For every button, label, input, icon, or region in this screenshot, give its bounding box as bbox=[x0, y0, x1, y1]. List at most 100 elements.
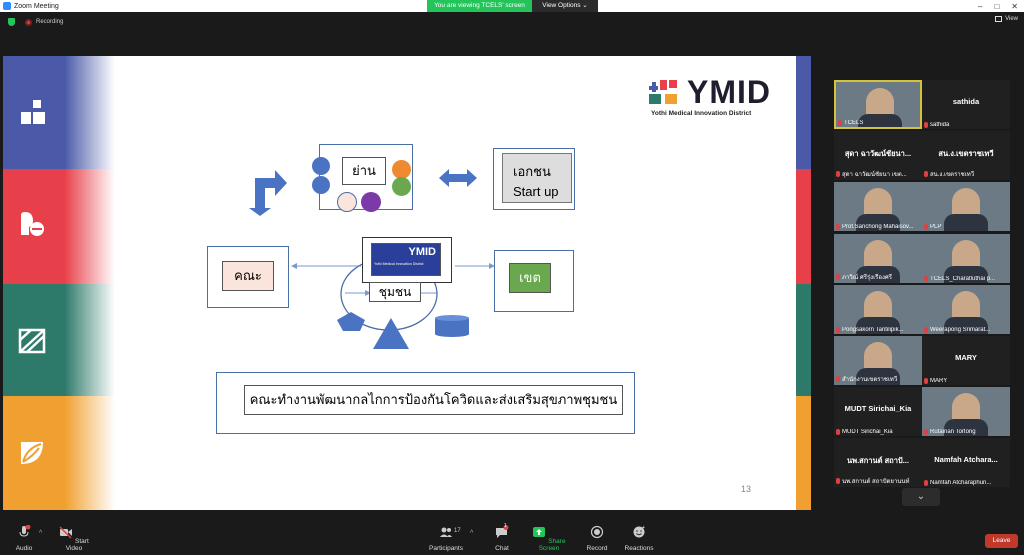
start-video-label: Start Video bbox=[65, 538, 89, 552]
participants-button[interactable]: Participants bbox=[428, 525, 464, 552]
start-video-button[interactable]: Start Video bbox=[54, 525, 94, 552]
band-red bbox=[3, 169, 115, 284]
band-green bbox=[3, 284, 115, 396]
participant-video-body bbox=[944, 419, 988, 436]
participant-tile[interactable]: นพ.สกานต์ สถาปั...นพ.สกานต์ สถาปัตยานนท์ bbox=[834, 438, 922, 487]
zoom-app-icon bbox=[3, 2, 11, 10]
ymid-logo-mark bbox=[649, 80, 677, 104]
chat-button[interactable]: Chat bbox=[490, 525, 514, 552]
muted-mic-icon bbox=[924, 327, 928, 333]
participant-display-name: MARY bbox=[955, 353, 977, 362]
participant-tile[interactable]: Rutainan Tortong bbox=[922, 387, 1010, 436]
share-screen-button[interactable]: Share Screen bbox=[528, 525, 570, 552]
participant-video-body bbox=[944, 266, 988, 283]
ymid-banner-image: YMID Yothi Medical Innovation District bbox=[371, 243, 441, 276]
participant-tile[interactable]: Prof.Sanchong Mahaisov... bbox=[834, 182, 922, 231]
audio-options-caret[interactable]: ^ bbox=[39, 530, 43, 537]
view-options-button[interactable]: View Options ⌄ bbox=[532, 0, 598, 12]
participant-name: Namfah Atcharaphun... bbox=[930, 480, 992, 486]
participant-display-name: MUDT Sirichai_Kia bbox=[844, 404, 912, 413]
circle-blue-1 bbox=[312, 157, 330, 175]
participant-tile[interactable]: สุดา ฉาวัฒน์ชัยนา...สุดา ฉาวัฒน์ชัยนา เข… bbox=[834, 131, 922, 180]
right-band-green bbox=[796, 284, 811, 396]
muted-mic-icon bbox=[836, 224, 840, 230]
faculty-label: คณะ bbox=[222, 261, 274, 291]
muted-mic-icon bbox=[838, 120, 842, 126]
participant-name-tag: Prof.Sanchong Mahaisov... bbox=[836, 224, 920, 230]
participant-name: PLP bbox=[930, 224, 942, 230]
participant-display-name: Namfah Atchara... bbox=[934, 455, 998, 464]
muted-mic-icon bbox=[924, 171, 928, 177]
district-office-label: เขต bbox=[509, 263, 551, 293]
participant-tile[interactable]: PLP bbox=[922, 182, 1010, 231]
muted-mic-icon bbox=[924, 122, 928, 128]
participant-tile[interactable]: Pongsakorn Tantilipik... bbox=[834, 285, 922, 334]
security-shield-icon[interactable] bbox=[8, 18, 15, 26]
participant-name-tag: PLP bbox=[924, 224, 1008, 230]
participant-tile[interactable]: ภาวิณ์ ศรีรุ่งเรืองศรี bbox=[834, 234, 922, 283]
band-blue bbox=[3, 56, 115, 169]
participant-name-tag: นพ.สกานต์ สถาปัตยานนท์ bbox=[836, 476, 920, 486]
chat-label: Chat bbox=[495, 545, 509, 552]
participant-name: นพ.สกานต์ สถาปัตยานนท์ bbox=[842, 479, 910, 485]
leaf-icon bbox=[21, 442, 43, 464]
close-icon[interactable]: ✕ bbox=[1011, 1, 1018, 11]
participant-name-tag: TCELS bbox=[838, 120, 920, 126]
participant-tile[interactable]: Namfah Atchara... Namfah Atcharaphun... bbox=[922, 438, 1010, 487]
record-icon bbox=[590, 525, 604, 539]
participant-video-body bbox=[856, 266, 900, 283]
circle-pink bbox=[337, 192, 357, 212]
banner-logo-text: YMID bbox=[408, 246, 437, 258]
right-band-red bbox=[796, 169, 811, 284]
participant-display-name: สน.ง.เขตราชเทวี bbox=[938, 149, 994, 158]
chat-icon bbox=[496, 525, 509, 538]
building-icon bbox=[18, 328, 46, 354]
reactions-label: Reactions bbox=[624, 545, 654, 552]
caption-label: คณะทำงานพัฒนากลไกการป้องกันโควิดและส่งเส… bbox=[244, 385, 623, 415]
circle-purple bbox=[361, 192, 381, 212]
recording-icon bbox=[25, 18, 32, 26]
muted-mic-icon bbox=[924, 429, 928, 435]
reactions-button[interactable]: + Reactions bbox=[624, 525, 654, 552]
svg-text:+: + bbox=[642, 525, 645, 531]
video-camera-icon bbox=[59, 526, 73, 539]
share-screen-icon bbox=[533, 527, 546, 537]
participant-tile[interactable]: TCELS_Charatluthai p... bbox=[922, 234, 1010, 283]
minimize-icon[interactable]: – bbox=[978, 1, 983, 11]
participant-tile[interactable]: Weerapong Srimarat... bbox=[922, 285, 1010, 334]
muted-mic-icon bbox=[836, 429, 840, 435]
maximize-icon[interactable]: □ bbox=[994, 1, 1000, 11]
center-image-frame: YMID Yothi Medical Innovation District bbox=[362, 237, 452, 283]
shared-slide: YMID Yothi Medical Innovation District ย… bbox=[3, 56, 811, 510]
audio-button[interactable]: Audio bbox=[10, 524, 38, 552]
participant-tile[interactable]: TCELS bbox=[834, 80, 922, 129]
blocks-icon bbox=[21, 100, 45, 124]
circle-orange bbox=[392, 160, 411, 179]
circle-green bbox=[392, 177, 411, 196]
participant-tile[interactable]: สน.ง.เขตราชเทวีสน.ง.เขตราชเทวี bbox=[922, 131, 1010, 180]
participant-video-body bbox=[856, 368, 900, 385]
diagram-connectors bbox=[249, 169, 495, 349]
participant-name-tag: MUDT Sirichai_Kia bbox=[836, 429, 920, 435]
leave-button[interactable]: Leave bbox=[985, 534, 1018, 548]
view-button[interactable]: View bbox=[995, 16, 1018, 22]
participant-name-tag: Pongsakorn Tantilipik... bbox=[836, 327, 920, 333]
district-label: ย่าน bbox=[342, 157, 386, 185]
record-button[interactable]: Record bbox=[584, 525, 610, 552]
participant-tile[interactable]: สำนักงานเขตราชเทวี bbox=[834, 336, 922, 385]
meeting-toolbar: Audio ^ Start Video Participants 17 ^ Ch… bbox=[0, 522, 1024, 555]
private-sector-line1: เอกชน bbox=[513, 164, 551, 179]
participant-name-tag: สำนักงานเขตราชเทวี bbox=[836, 374, 920, 384]
muted-mic-icon bbox=[924, 378, 928, 384]
participant-name-tag: ภาวิณ์ ศรีรุ่งเรืองศรี bbox=[836, 272, 920, 282]
participant-video-body bbox=[944, 214, 988, 231]
muted-mic-icon bbox=[924, 276, 928, 282]
participant-name-tag: Namfah Atcharaphun... bbox=[924, 480, 1008, 486]
participants-options-caret[interactable]: ^ bbox=[470, 530, 474, 537]
chat-badge: 1 bbox=[504, 523, 507, 529]
participant-name: MUDT Sirichai_Kia bbox=[842, 429, 893, 435]
gallery-scroll-down-button[interactable]: ⌄ bbox=[902, 488, 940, 506]
